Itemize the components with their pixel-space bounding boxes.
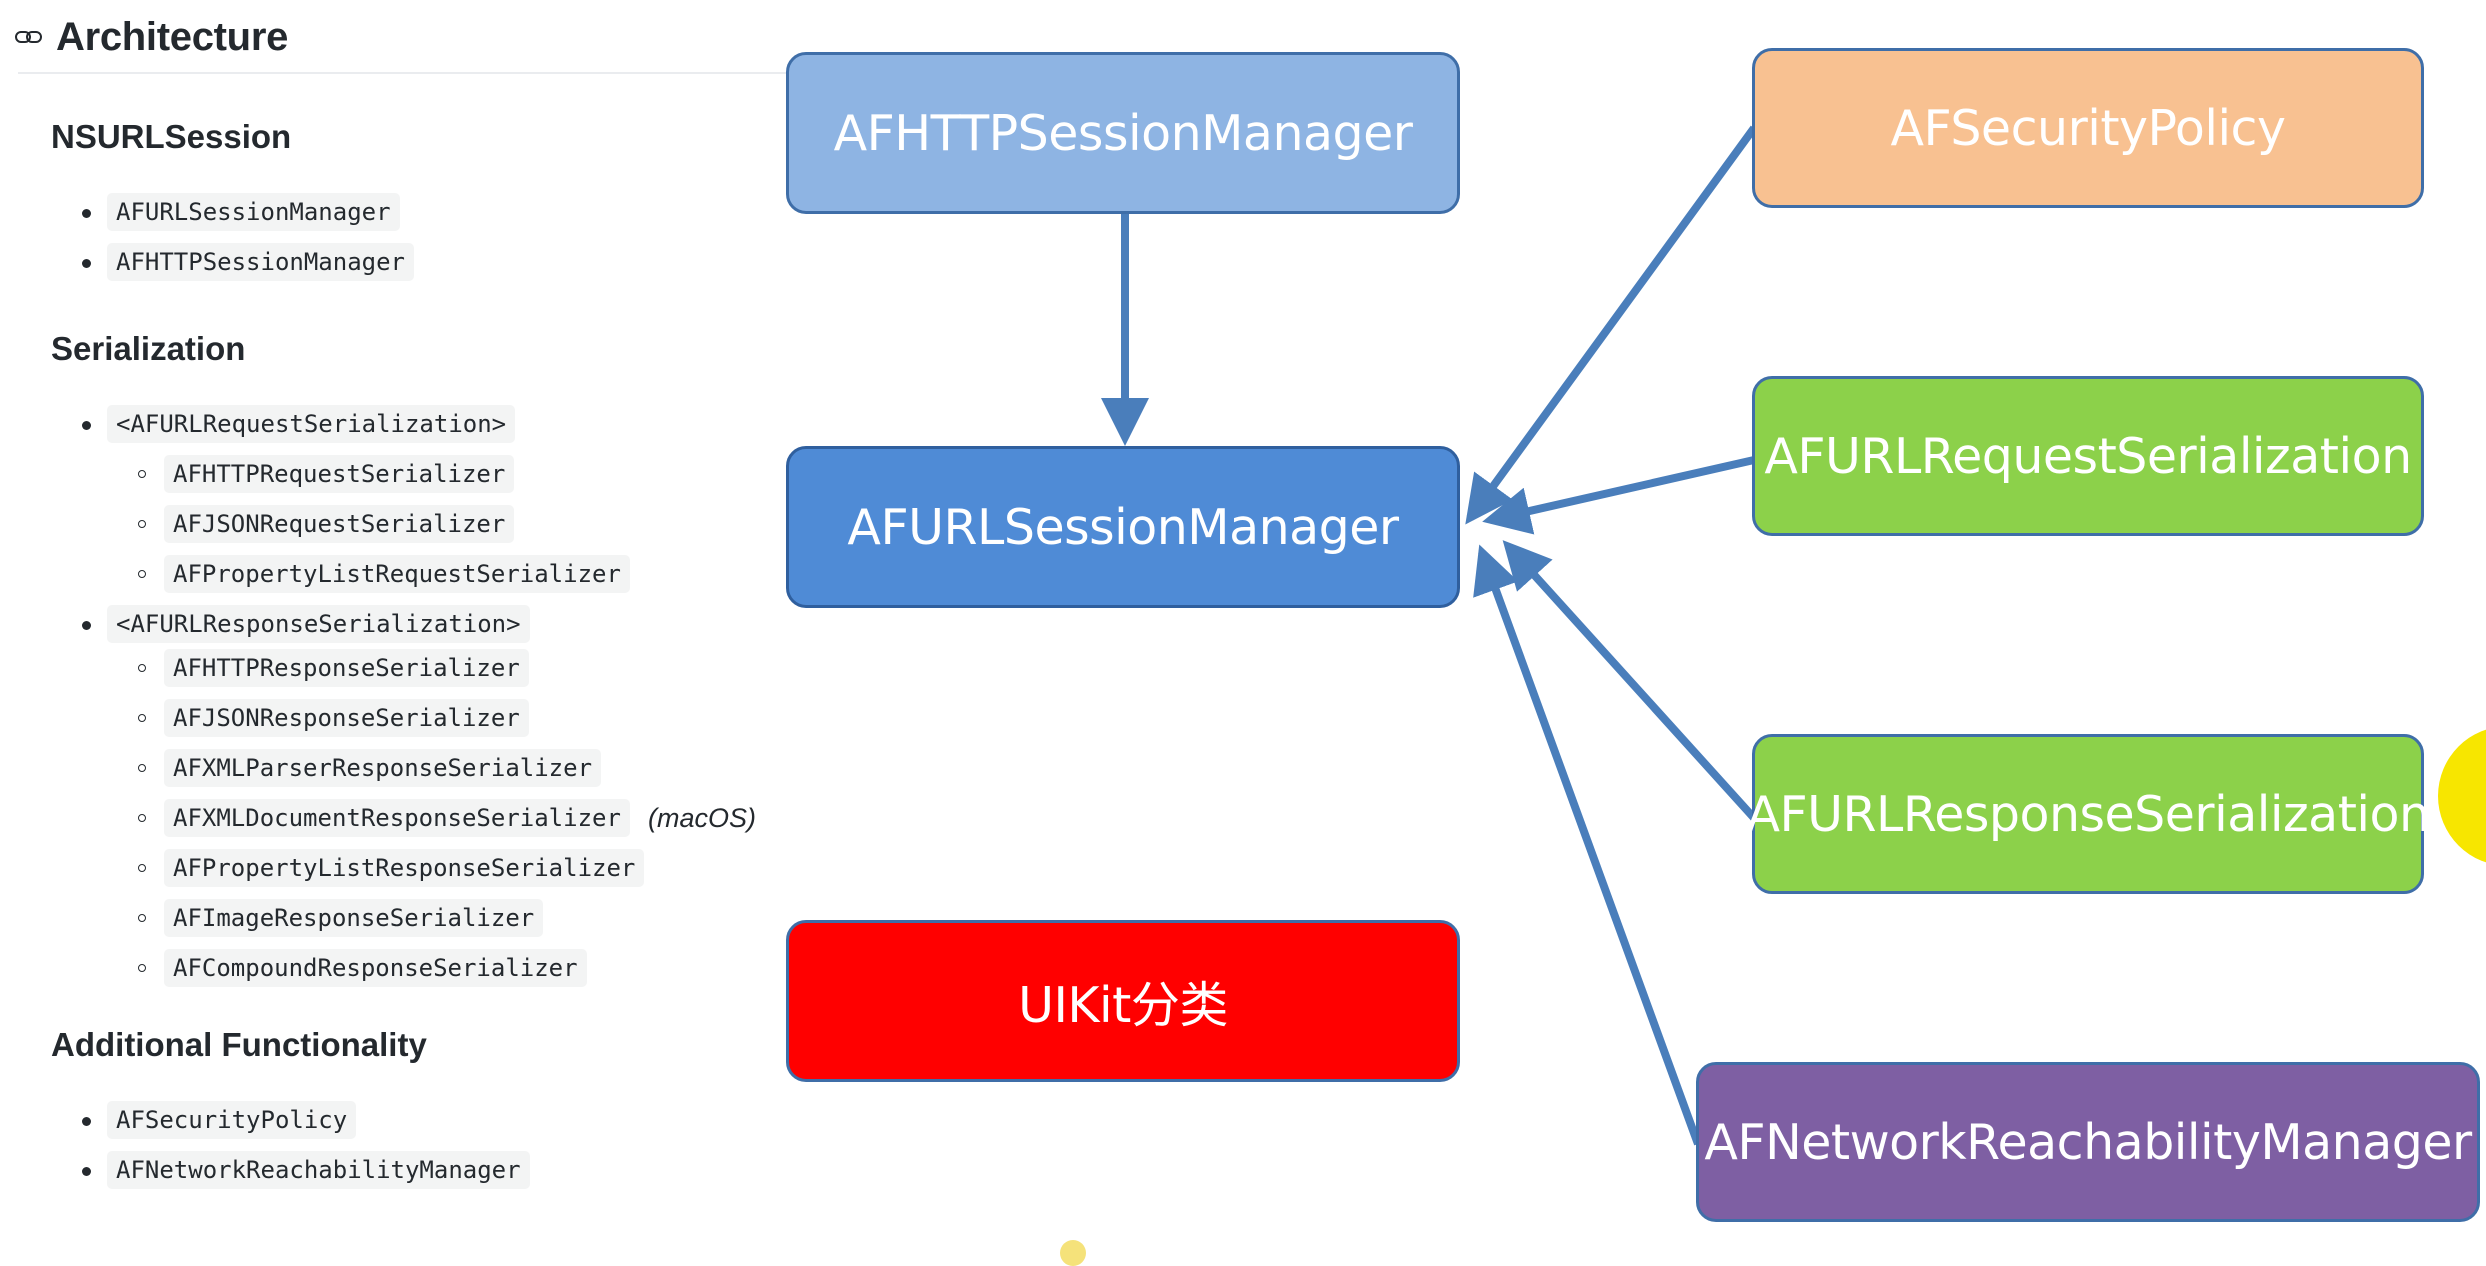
node-label: AFURLSessionManager — [847, 498, 1399, 556]
cursor-highlight-small — [1060, 1240, 1086, 1266]
code-item: AFCompoundResponseSerializer — [164, 949, 587, 987]
code-item: AFJSONRequestSerializer — [164, 505, 515, 543]
code-item: AFPropertyListResponseSerializer — [164, 849, 645, 887]
bullet-icon — [138, 814, 146, 822]
arrow-reachability-to-session — [1473, 544, 1702, 1146]
code-item: AFHTTPSessionManager — [107, 243, 414, 281]
code-item: <AFURLResponseSerialization> — [107, 605, 530, 643]
readme-document: Architecture NSURLSession AFURLSessionMa… — [0, 0, 786, 1248]
anchor-link-icon[interactable] — [14, 22, 50, 52]
bullet-icon — [138, 864, 146, 872]
code-item: AFSecurityPolicy — [107, 1101, 357, 1139]
node-afurlrequestserialization[interactable]: AFURLRequestSerialization — [1752, 376, 2424, 536]
bullet-icon — [138, 914, 146, 922]
node-label: UIKit分类 — [1018, 976, 1228, 1034]
node-afsecuritypolicy[interactable]: AFSecurityPolicy — [1752, 48, 2424, 208]
code-item: AFHTTPRequestSerializer — [164, 455, 515, 493]
bullet-icon — [138, 714, 146, 722]
node-afurlsessionmanager[interactable]: AFURLSessionManager — [786, 446, 1460, 608]
code-item: AFPropertyListRequestSerializer — [164, 555, 630, 593]
code-item: AFXMLDocumentResponseSerializer — [164, 799, 630, 837]
arrow-response-to-session — [1502, 540, 1757, 821]
node-afhttpsessionmanager[interactable]: AFHTTPSessionManager — [786, 52, 1460, 214]
bullet-icon — [82, 259, 91, 268]
node-label: AFNetworkReachabilityManager — [1704, 1113, 2472, 1171]
title-divider — [18, 72, 786, 74]
code-item: AFNetworkReachabilityManager — [107, 1151, 530, 1189]
page-title: Architecture — [56, 14, 289, 59]
node-afurlresponseserialization[interactable]: AFURLResponseSerialization — [1746, 734, 2430, 894]
section-heading-additional-functionality: Additional Functionality — [51, 1026, 427, 1063]
bullet-icon — [138, 764, 146, 772]
code-item: AFJSONResponseSerializer — [164, 699, 529, 737]
code-item: AFURLSessionManager — [107, 193, 400, 231]
bullet-icon — [82, 621, 91, 630]
section-heading-serialization: Serialization — [51, 330, 246, 367]
bullet-icon — [138, 964, 146, 972]
bullet-icon — [138, 470, 146, 478]
code-item: AFHTTPResponseSerializer — [164, 649, 529, 687]
node-label: AFSecurityPolicy — [1890, 99, 2286, 157]
node-label: AFURLResponseSerialization — [1746, 785, 2430, 843]
bullet-icon — [82, 421, 91, 430]
code-item: AFImageResponseSerializer — [164, 899, 544, 937]
bullet-icon — [138, 520, 146, 528]
node-label: AFURLRequestSerialization — [1764, 427, 2412, 485]
node-label: AFHTTPSessionManager — [833, 104, 1413, 162]
arrow-security-to-session — [1465, 125, 1758, 525]
bullet-icon — [82, 1117, 91, 1126]
bullet-icon — [138, 570, 146, 578]
section-heading-nsurlsession: NSURLSession — [51, 118, 292, 155]
architecture-heading: Architecture — [14, 6, 288, 68]
code-item: AFXMLParserResponseSerializer — [164, 749, 602, 787]
node-uikit-category[interactable]: UIKit分类 — [786, 920, 1460, 1082]
arrow-request-to-session — [1482, 456, 1755, 535]
node-afnetworkreachabilitymanager[interactable]: AFNetworkReachabilityManager — [1696, 1062, 2480, 1222]
bullet-icon — [82, 209, 91, 218]
bullet-icon — [82, 1167, 91, 1176]
code-item: <AFURLRequestSerialization> — [107, 405, 516, 443]
bullet-icon — [138, 664, 146, 672]
platform-note: (macOS) — [648, 803, 756, 833]
